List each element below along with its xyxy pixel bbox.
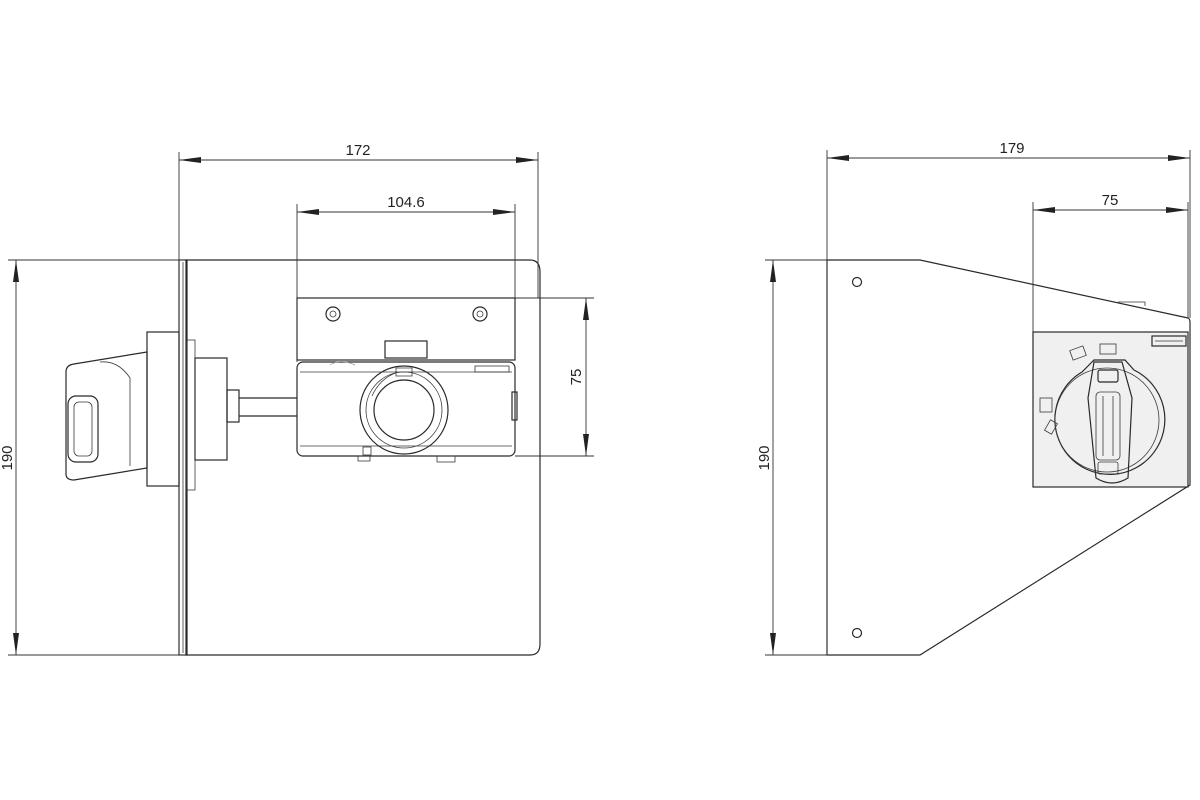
handle-grip	[67, 395, 99, 463]
rotary-handle-side	[65, 351, 148, 481]
dim-left-height: 190	[0, 445, 16, 470]
dim-right-inner-width: 75	[1102, 192, 1119, 209]
switch-dial-inner	[373, 379, 435, 441]
switch-body	[296, 361, 516, 457]
right-door-outline	[826, 259, 1191, 656]
dim-left-module-height: 75	[568, 369, 585, 386]
handle-plate	[1032, 331, 1189, 488]
dim-left-width: 172	[345, 142, 370, 159]
mounting-hole-bottom	[851, 627, 863, 639]
right-view	[826, 259, 1191, 656]
shaft-coupling	[226, 389, 240, 423]
dim-left-inner-width: 104.6	[387, 194, 425, 211]
handle-adapter	[194, 357, 228, 461]
switch-label-block	[384, 340, 428, 359]
left-dimensions: 172 104.6 190 75	[0, 142, 594, 656]
left-mounting-plate	[185, 259, 541, 656]
switch-dial-outer	[359, 365, 449, 455]
dim-right-height: 190	[756, 445, 773, 470]
handle-plate-label	[1151, 335, 1187, 347]
dim-right-width: 179	[999, 140, 1024, 157]
mounting-hole-top	[851, 276, 863, 288]
switch-rating-label	[474, 365, 510, 373]
handle-knob	[1087, 361, 1133, 484]
handle-flange	[146, 331, 180, 487]
left-view	[65, 259, 541, 656]
right-dimensions: 179 75 190	[756, 140, 1191, 656]
